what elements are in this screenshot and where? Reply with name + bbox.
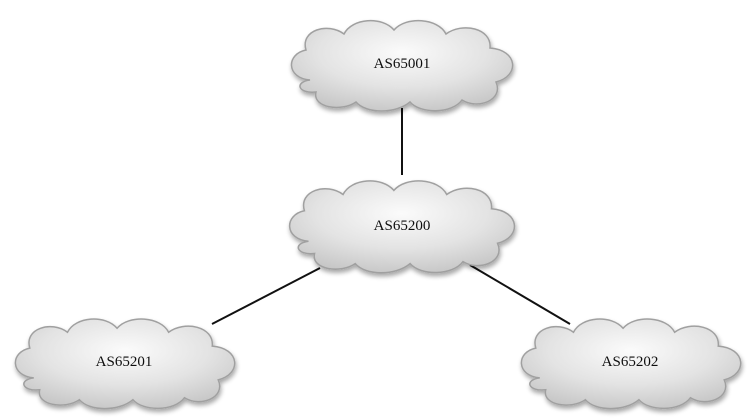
link-as65200-as65201: [211, 267, 321, 325]
cloud-label-as65200: AS65200: [374, 218, 431, 234]
links-layer: [211, 108, 571, 325]
cloud-as65201: AS65201: [14, 318, 236, 410]
cloud-as65200: AS65200: [288, 180, 516, 274]
cloud-as65202: AS65202: [520, 318, 742, 410]
cloud-label-as65001: AS65001: [374, 56, 431, 72]
cloud-label-as65202: AS65202: [602, 354, 659, 370]
cloud-label-as65201: AS65201: [96, 354, 153, 370]
link-as65200-as65202: [469, 264, 571, 325]
cloud-as65001: AS65001: [290, 19, 514, 112]
